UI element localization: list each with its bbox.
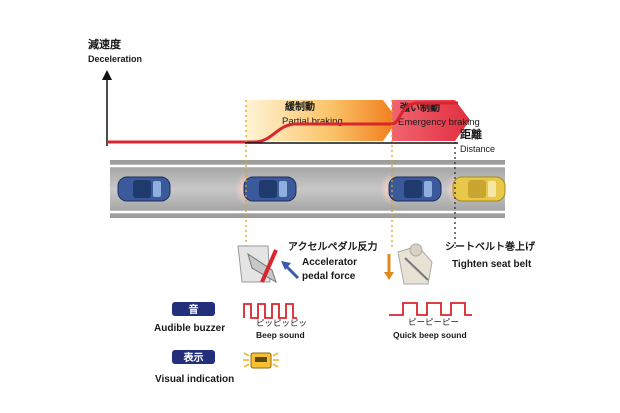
beep-label-en: Beep sound bbox=[256, 330, 305, 340]
y-axis-label-jp: 減速度 bbox=[88, 37, 122, 51]
car-own-initial bbox=[117, 176, 171, 202]
emergency-braking-label-en: Emergency braking bbox=[398, 117, 480, 128]
warning-lamp-icon bbox=[243, 352, 279, 369]
seatbelt-label-en: Tighten seat belt bbox=[452, 259, 532, 270]
y-axis: 減速度 Deceleration bbox=[88, 37, 142, 146]
car-own-emergency bbox=[388, 176, 442, 202]
axis-arrow-icon bbox=[102, 70, 112, 80]
car-lead bbox=[452, 176, 506, 202]
x-axis-label-jp: 距離 bbox=[460, 127, 482, 141]
partial-braking-zone: 緩制動 Partial braking bbox=[246, 100, 398, 141]
accelerator-pedal-label-jp: アクセルペダル反力 bbox=[288, 240, 378, 253]
visual-indication-badge: 表示 bbox=[172, 350, 215, 364]
seatbelt-icon bbox=[384, 243, 433, 285]
quick-beep-waveform bbox=[389, 302, 472, 316]
quick-beep-label-jp: ピーピーピー bbox=[408, 317, 459, 327]
partial-braking-label-jp: 緩制動 bbox=[285, 100, 315, 113]
audible-buzzer-badge: 音 bbox=[172, 302, 215, 316]
visual-indication-badge-text: 表示 bbox=[183, 351, 204, 364]
car-own-partial bbox=[243, 176, 297, 202]
accelerator-pedal-icon bbox=[237, 245, 300, 284]
x-axis: 距離 Distance bbox=[245, 127, 495, 154]
audible-buzzer-badge-text: 音 bbox=[189, 303, 199, 316]
audible-buzzer-label: Audible buzzer bbox=[154, 323, 225, 334]
accelerator-pedal-label-en-1: Accelerator bbox=[302, 257, 357, 268]
visual-indication-label: Visual indication bbox=[155, 374, 234, 385]
x-axis-label-en: Distance bbox=[460, 144, 495, 154]
beep-waveform bbox=[243, 303, 297, 319]
seatbelt-label-jp: シートベルト巻上げ bbox=[445, 240, 536, 253]
partial-braking-label-en: Partial braking bbox=[282, 116, 343, 127]
quick-beep-label-en: Quick beep sound bbox=[393, 330, 467, 340]
accelerator-pedal-label-en-2: pedal force bbox=[302, 271, 356, 282]
deceleration-curve bbox=[107, 101, 458, 144]
y-axis-label-en: Deceleration bbox=[88, 54, 142, 64]
beep-label-jp: ピッピッピッ bbox=[256, 318, 307, 328]
